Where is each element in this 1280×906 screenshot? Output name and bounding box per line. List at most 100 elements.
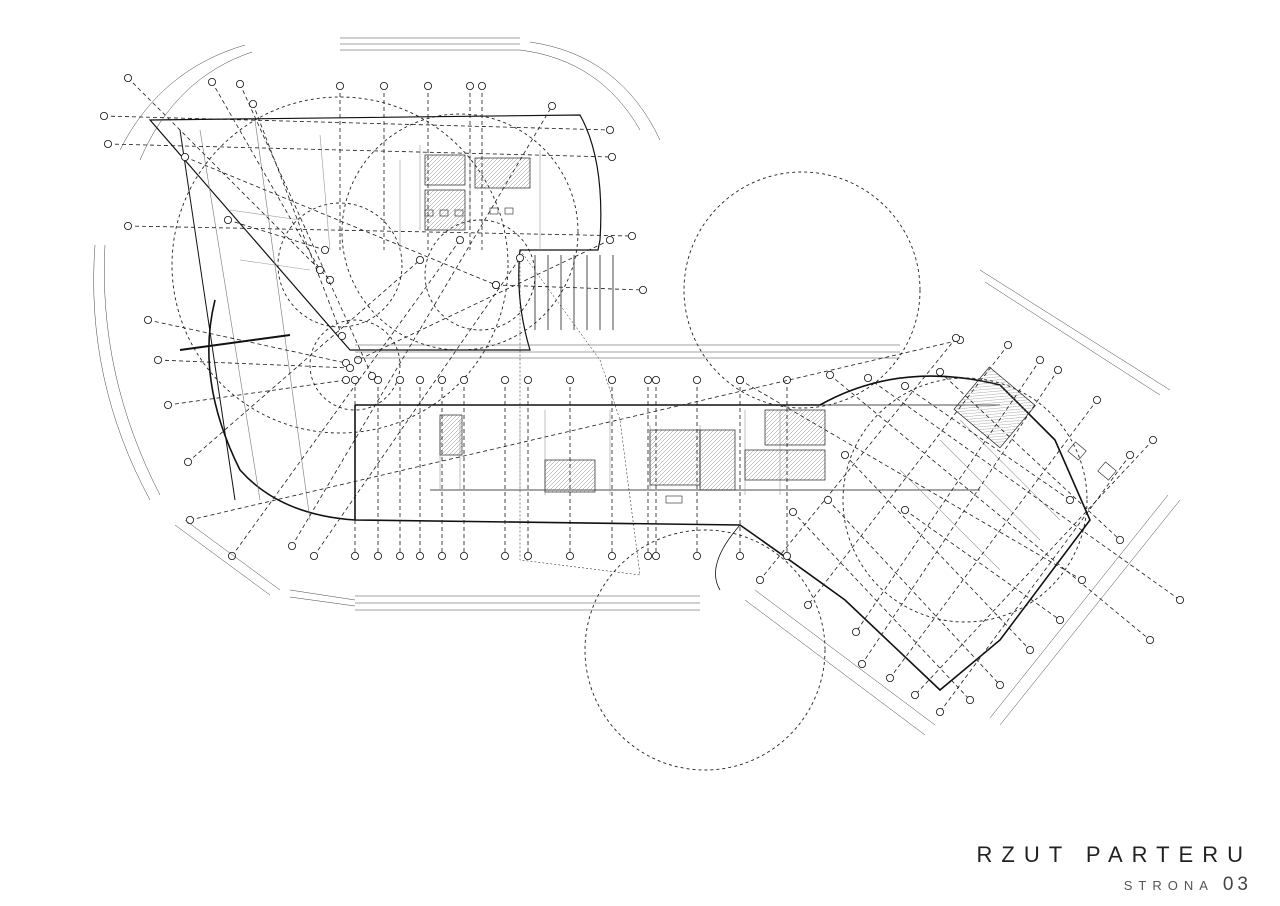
grid-bubble xyxy=(548,102,557,111)
grid-axis-line xyxy=(211,81,321,271)
grid-axis-line xyxy=(167,379,347,406)
grid-bubble xyxy=(345,363,354,372)
grid-bubble xyxy=(608,375,617,384)
grid-bubble xyxy=(901,505,910,514)
grid-bubble xyxy=(826,370,835,379)
grid-bubble xyxy=(644,552,653,561)
grid-axis-line xyxy=(147,319,347,364)
grid-bubble xyxy=(248,100,257,109)
dimension-lines xyxy=(93,37,1181,736)
core-stair xyxy=(474,157,531,189)
grid-bubble xyxy=(628,231,637,240)
grid-bubble xyxy=(901,381,910,390)
grid-bubble xyxy=(736,375,745,384)
dashed-circle xyxy=(341,113,579,351)
grid-bubble xyxy=(952,333,961,342)
grid-bubble xyxy=(415,375,424,384)
grid-axis-line xyxy=(827,499,1001,686)
grid-bubble xyxy=(936,367,945,376)
grid-bubble xyxy=(606,235,615,244)
dashed-reference-circles xyxy=(171,96,1088,771)
grid-axis-line xyxy=(904,385,1071,501)
title-block: RZUT PARTERU STRONA 03 xyxy=(977,842,1252,896)
grid-bubble xyxy=(373,552,382,561)
grid-bubble xyxy=(1036,355,1045,364)
grid-axis-line xyxy=(184,156,497,286)
grid-bubble xyxy=(1146,636,1155,645)
drawing-title: RZUT PARTERU xyxy=(976,842,1252,867)
grid-bubble xyxy=(1066,495,1075,504)
grid-axis-line xyxy=(889,399,1098,679)
grid-axis-line xyxy=(357,239,611,361)
grid-bubble xyxy=(936,708,945,717)
core-stair xyxy=(744,449,826,481)
grid-bubble xyxy=(465,82,474,91)
grid-bubble xyxy=(235,80,244,89)
grid-axis-line xyxy=(107,143,613,158)
grid-bubble xyxy=(320,245,329,254)
grid-axis-line xyxy=(127,225,633,237)
grid-bubble xyxy=(783,375,792,384)
grid-bubble xyxy=(353,355,362,364)
grid-bubble xyxy=(163,400,172,409)
grid-axis-line xyxy=(189,339,961,521)
grid-bubble xyxy=(966,696,975,705)
grid-axis-line xyxy=(855,359,1041,633)
grid-bubble xyxy=(566,375,575,384)
grid-axis-line xyxy=(227,219,326,251)
grid-axis-line xyxy=(291,105,553,547)
core-stair xyxy=(699,429,736,491)
grid-bubble xyxy=(491,280,500,289)
grid-bubble xyxy=(124,221,133,230)
grid-bubble xyxy=(223,215,232,224)
grid-bubble xyxy=(379,82,388,91)
grid-bubble xyxy=(459,552,468,561)
grid-bubble xyxy=(652,552,661,561)
grid-bubble xyxy=(227,552,236,561)
grid-bubble xyxy=(824,495,833,504)
grid-bubble xyxy=(287,542,296,551)
core-stair xyxy=(953,366,1036,449)
grid-bubble xyxy=(423,82,432,91)
grid-bubble xyxy=(500,552,509,561)
grid-bubble xyxy=(185,516,194,525)
grid-bubble xyxy=(341,375,350,384)
dashed-circle xyxy=(309,319,401,411)
grid-bubble xyxy=(104,139,113,148)
grid-bubble xyxy=(415,255,424,264)
grid-bubble xyxy=(309,552,318,561)
core-stair xyxy=(424,154,466,186)
grid-bubble xyxy=(1056,616,1065,625)
building-outline xyxy=(148,114,1091,692)
grid-bubble xyxy=(1149,435,1158,444)
grid-bubble xyxy=(693,375,702,384)
grid-bubble xyxy=(455,235,464,244)
grid-bubble xyxy=(911,691,920,700)
grid-bubble xyxy=(437,375,446,384)
grid-bubble xyxy=(864,373,873,382)
grid-axis-line xyxy=(939,371,1121,541)
grid-bubble xyxy=(886,674,895,683)
core-stair xyxy=(439,414,463,456)
grid-bubble xyxy=(608,152,617,161)
grid-axis-line xyxy=(792,511,971,701)
grid-bubble xyxy=(852,628,861,637)
fixtures xyxy=(424,207,1117,504)
grid-bubble xyxy=(100,112,109,121)
grid-bubble xyxy=(1004,340,1013,349)
grid-bubble xyxy=(608,552,617,561)
structural-cores xyxy=(424,154,1036,493)
grid-bubble xyxy=(124,74,133,83)
grid-axis-line xyxy=(829,374,1151,641)
grid-axis-line xyxy=(844,454,1031,651)
parking-stalls xyxy=(534,255,614,330)
grid-bubble xyxy=(315,265,324,274)
grid-bubble xyxy=(789,507,798,516)
grid-bubble xyxy=(183,457,192,466)
grid-bubble xyxy=(459,375,468,384)
grid-bubble xyxy=(337,331,346,340)
page-label: STRONA xyxy=(1123,878,1214,893)
grid-axis-line xyxy=(739,379,1083,581)
grid-axis-line xyxy=(939,454,1131,713)
